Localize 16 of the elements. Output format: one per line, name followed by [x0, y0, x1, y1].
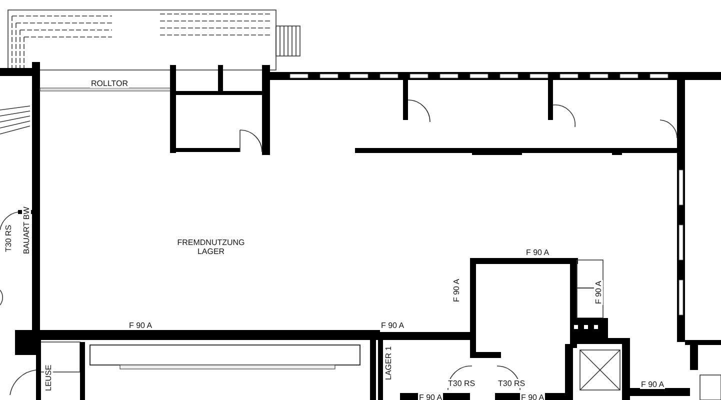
room-label: LAGER 1 [384, 345, 393, 381]
fire-rating-label: F 90 A [452, 277, 461, 302]
door-label: ROLLTOR [90, 79, 130, 88]
fire-rating-label: F 90 A [640, 380, 666, 389]
fire-rating-label: F 90 A [380, 321, 406, 330]
door-label: T30 RS [497, 379, 526, 388]
door-label: T30 RS [4, 223, 13, 252]
fire-rating-label: F 90 A [525, 248, 550, 257]
room-label: LEUSE [44, 364, 53, 392]
room-label: FREMDNUTZUNG LAGER [176, 238, 246, 256]
wall-rating-label: BAUART BW [22, 205, 31, 254]
door-label: T30 RS [447, 379, 476, 388]
fire-rating-label: F 90 A [594, 279, 603, 304]
fire-rating-label: F 90 A [418, 393, 444, 400]
fire-rating-label: F 90 A [520, 393, 546, 400]
fire-rating-label: F 90 A [128, 321, 154, 330]
